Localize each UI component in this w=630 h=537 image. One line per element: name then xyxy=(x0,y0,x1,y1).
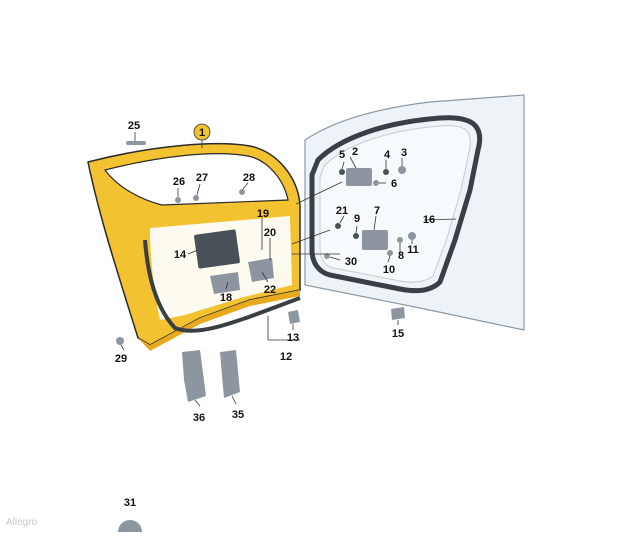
clip-27 xyxy=(193,195,199,201)
callout-3: 3 xyxy=(401,147,407,159)
callout-28: 28 xyxy=(243,172,255,184)
bolt-21 xyxy=(335,223,341,229)
callout-21: 21 xyxy=(336,205,348,217)
callout-9: 9 xyxy=(354,213,360,225)
callout-16: 16 xyxy=(423,214,435,226)
clip-28 xyxy=(239,189,245,195)
callout-1: 1 xyxy=(199,127,205,139)
bracket-13 xyxy=(288,310,300,324)
callout-14: 14 xyxy=(174,249,187,261)
callout-10: 10 xyxy=(383,264,395,276)
washer-8 xyxy=(397,237,403,243)
plug-29 xyxy=(116,337,124,345)
callout-15: 15 xyxy=(392,328,404,340)
callout-36: 36 xyxy=(193,412,205,424)
callout-18: 18 xyxy=(220,292,232,304)
callout-27: 27 xyxy=(196,172,208,184)
callout-31: 31 xyxy=(124,497,136,509)
bolt-5 xyxy=(339,169,345,175)
washer-6 xyxy=(373,180,379,186)
callout-11: 11 xyxy=(407,244,419,256)
callout-35: 35 xyxy=(232,409,244,421)
strip-25 xyxy=(126,141,146,145)
callout-19: 19 xyxy=(257,208,269,220)
stop-15 xyxy=(391,307,405,320)
bolt-9 xyxy=(353,233,359,239)
hinge-upper xyxy=(346,168,372,186)
callout-12: 12 xyxy=(280,351,292,363)
hinge-lower xyxy=(362,230,388,250)
bolt-4 xyxy=(383,169,389,175)
grommet-31 xyxy=(118,520,142,532)
trim-35 xyxy=(220,350,240,398)
callout-4: 4 xyxy=(384,149,391,161)
callout-6: 6 xyxy=(391,178,397,190)
callout-26: 26 xyxy=(173,176,185,188)
callout-8: 8 xyxy=(398,250,404,262)
door-lock xyxy=(248,258,274,282)
watermark: Allegro xyxy=(6,517,37,528)
clip-26 xyxy=(175,197,181,203)
cap-10 xyxy=(387,250,393,256)
callout-2: 2 xyxy=(352,146,358,158)
callout-22: 22 xyxy=(264,284,276,296)
callout-25: 25 xyxy=(128,120,140,132)
callout-30: 30 xyxy=(345,256,357,268)
callout-20: 20 xyxy=(264,227,276,239)
callout-13: 13 xyxy=(287,332,299,344)
speaker-grille xyxy=(194,229,240,269)
callout-7: 7 xyxy=(374,205,380,217)
callout-5: 5 xyxy=(339,149,345,161)
nut-11 xyxy=(408,232,416,240)
nut-3 xyxy=(398,166,406,174)
trim-36 xyxy=(182,350,206,402)
callout-29: 29 xyxy=(115,353,127,365)
